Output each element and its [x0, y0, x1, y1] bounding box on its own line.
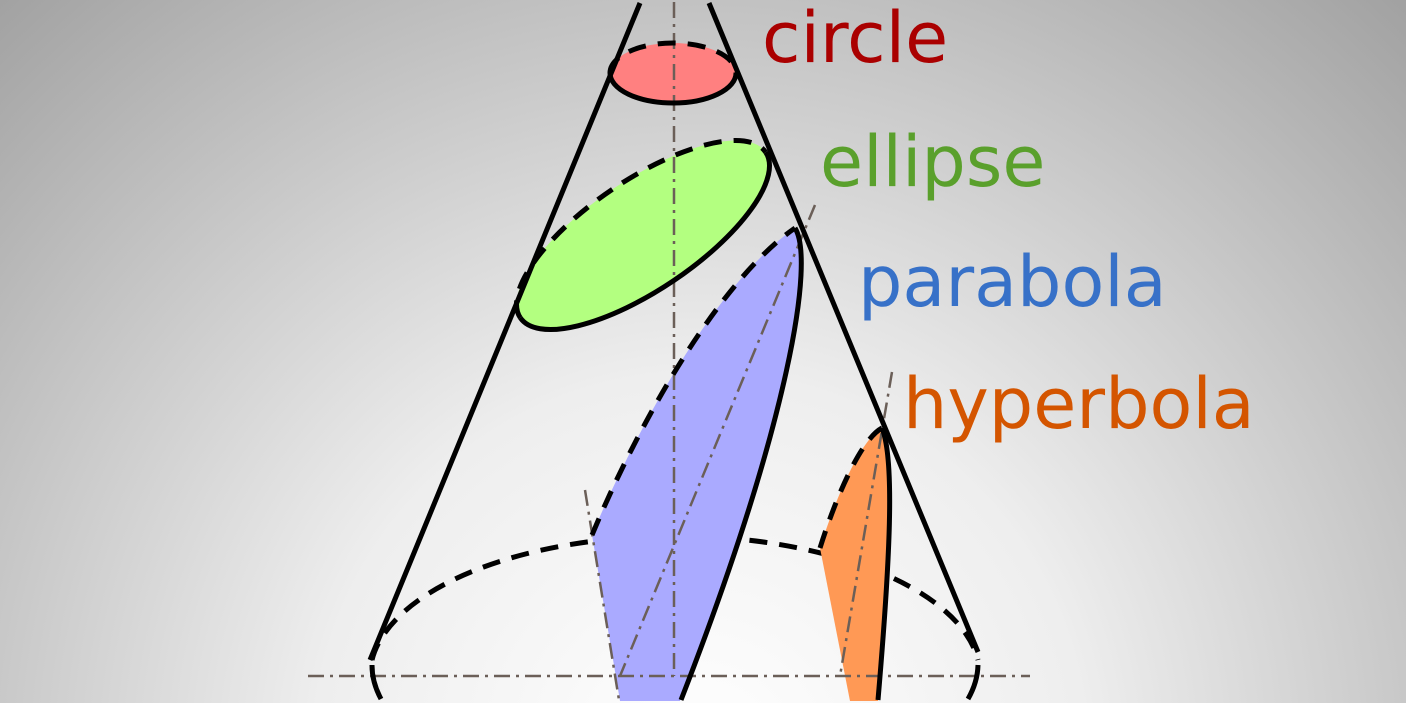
- hyperbola-section: [820, 428, 890, 701]
- hyperbola-front-edge: [875, 427, 893, 701]
- ellipse-back-edge: [514, 138, 768, 320]
- hyperbola-axis: [838, 371, 894, 677]
- hyperbola-back-edge: [817, 425, 884, 549]
- label-parabola: parabola: [858, 241, 1167, 323]
- parabola-back-edge: [589, 225, 797, 536]
- label-circle: circle: [762, 0, 948, 79]
- label-hyperbola: hyperbola: [903, 363, 1255, 445]
- cone-right-side: [706, 2, 981, 653]
- cone-base-front-edge-left: [369, 664, 384, 701]
- cone-left-side: [367, 2, 643, 661]
- parabola-plane-line: [583, 489, 621, 701]
- ellipse-section: [516, 140, 770, 330]
- parabola-section: [592, 228, 802, 701]
- label-ellipse: ellipse: [820, 121, 1045, 203]
- circle-front-edge: [607, 72, 739, 106]
- parabola-axis: [618, 204, 817, 677]
- parabola-front-edge: [678, 226, 804, 701]
- cone-base-front-edge-right: [965, 664, 981, 701]
- ellipse-front-edge: [518, 150, 772, 332]
